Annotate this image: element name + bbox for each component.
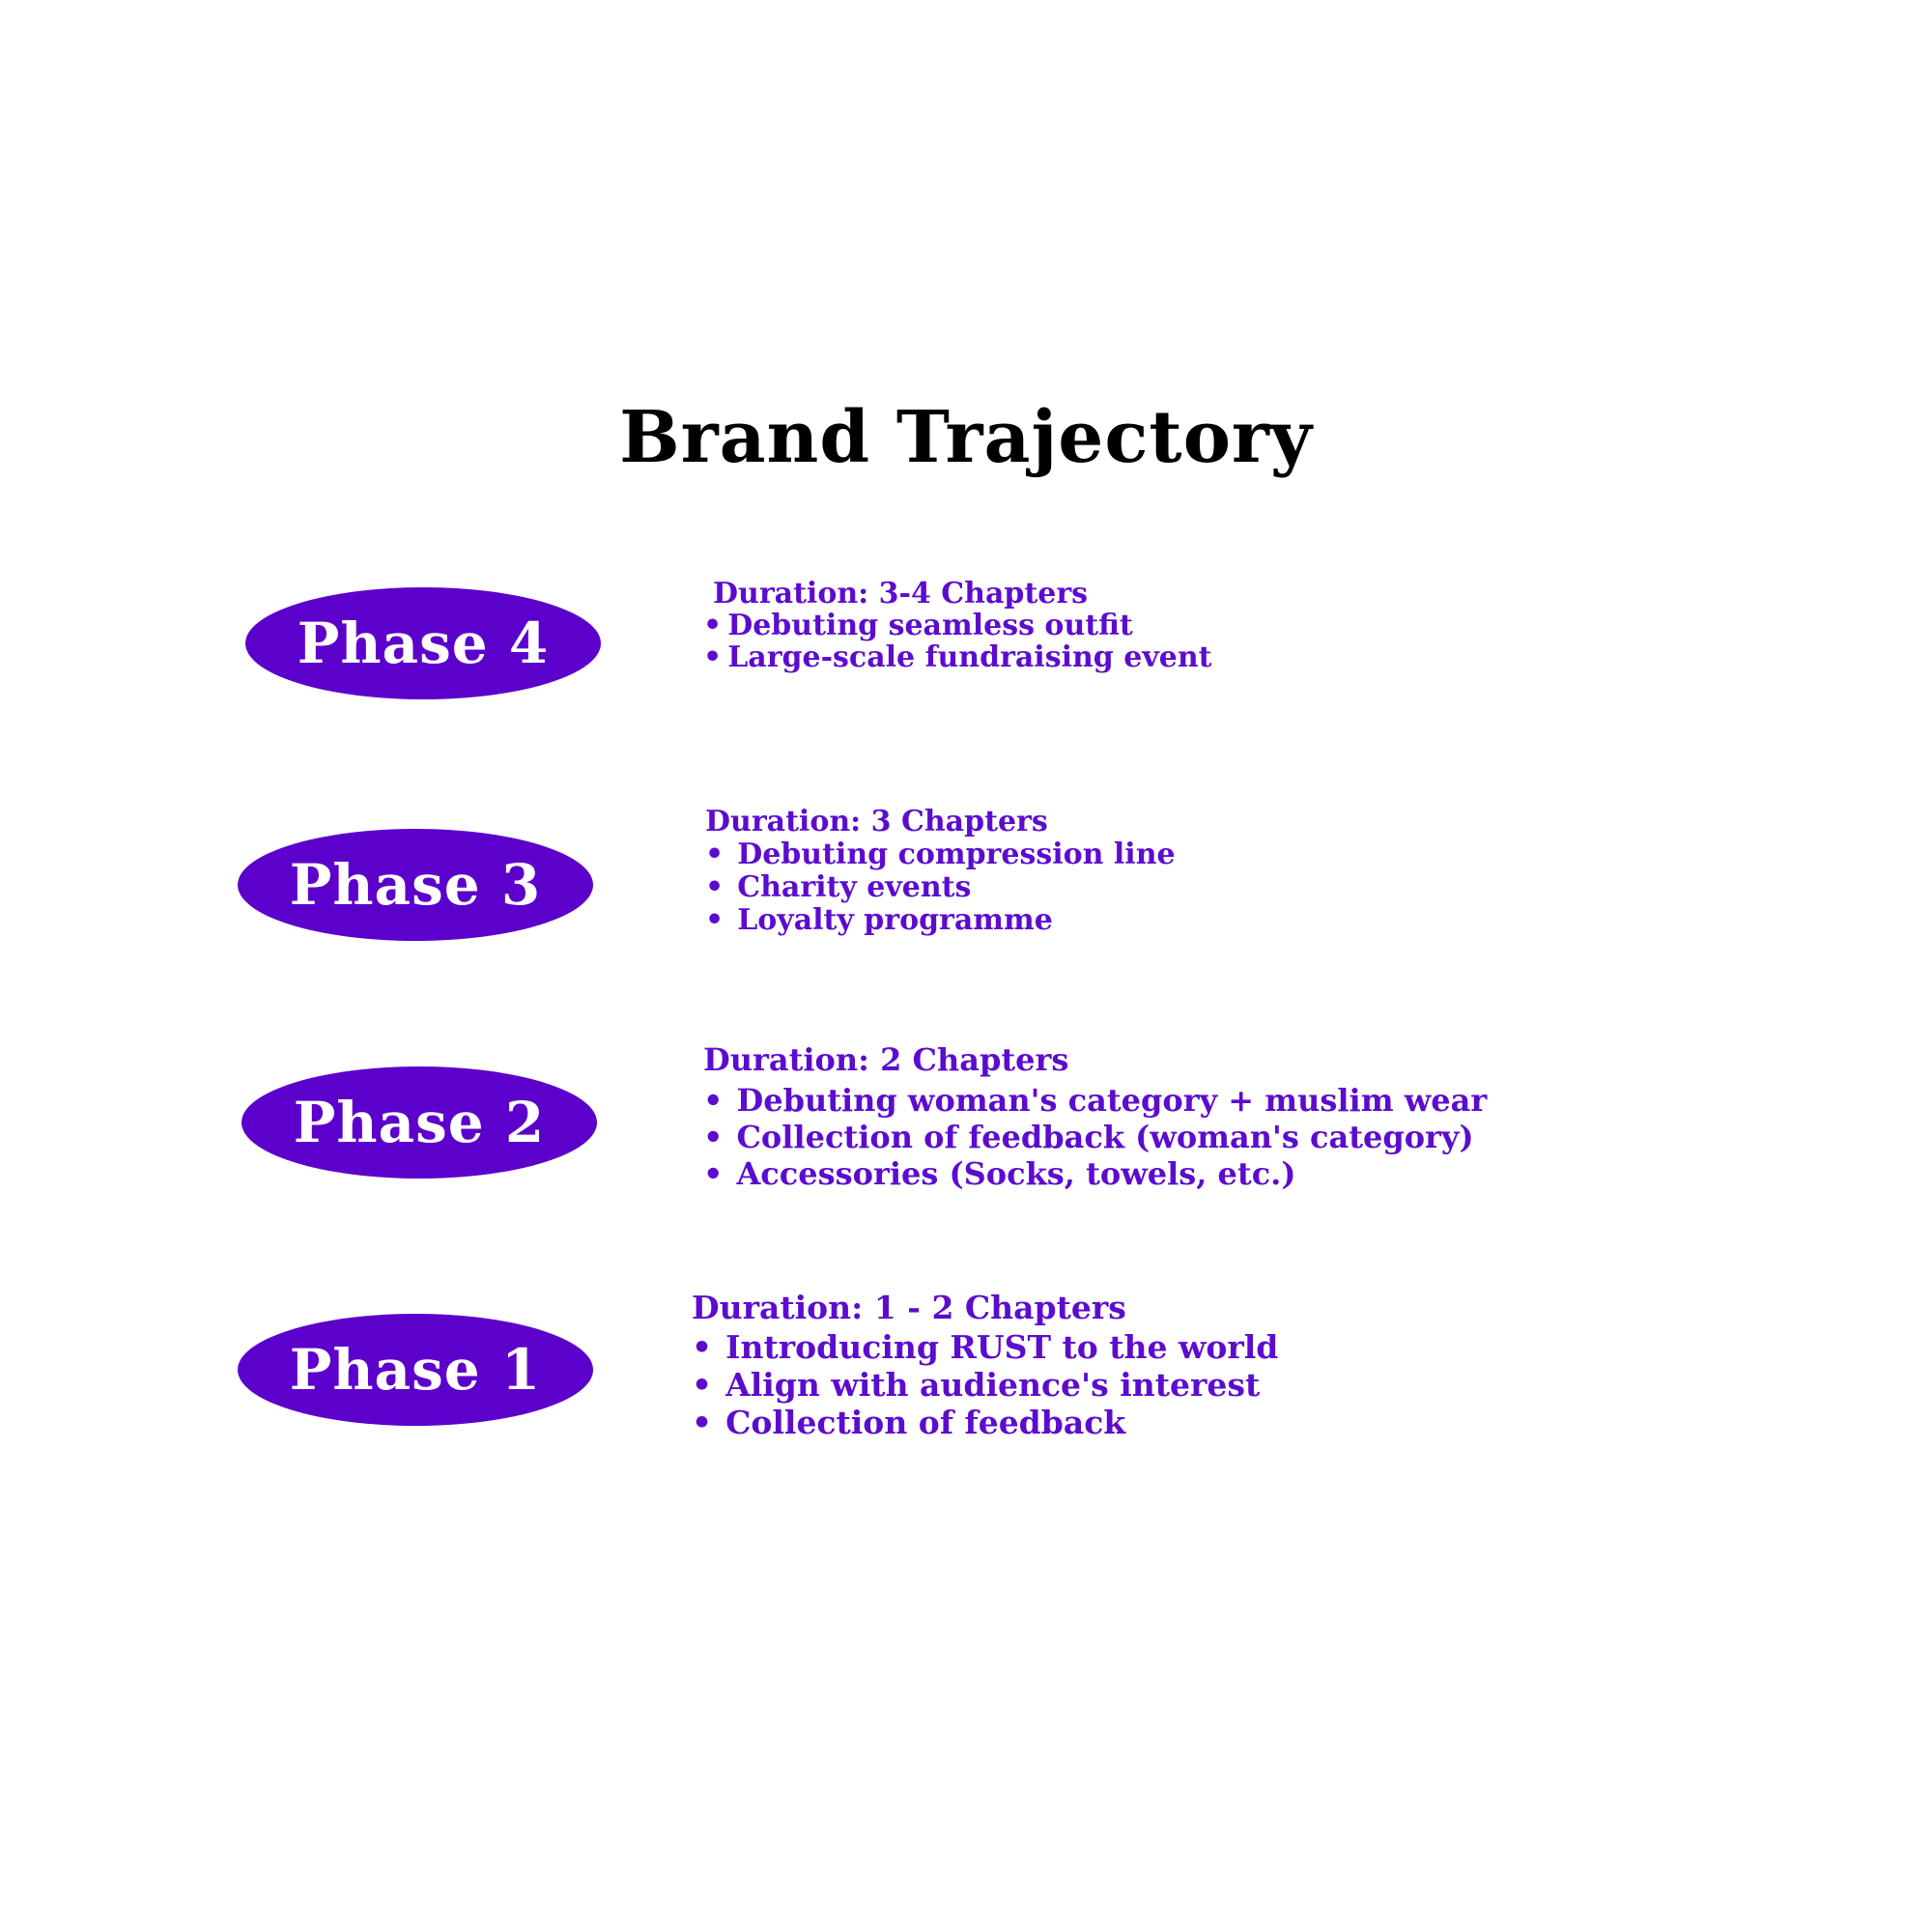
phase-4-pill: Phase 4 [245,587,601,699]
phase-3-duration: Duration: 3 Chapters [705,805,1048,838]
phase-3-label: Phase 3 [289,852,542,918]
list-item: •Loyalty programme [705,903,1053,937]
bullet-icon: • [703,640,723,674]
phase-2-duration: Duration: 2 Chapters [703,1041,1069,1078]
page-title: Brand Trajectory [619,396,1313,479]
list-item: •Introducing RUST to the world [692,1328,1279,1366]
list-item: •Large-scale fundraising event [703,640,1212,674]
bullet-icon: • [703,1155,724,1192]
phase-1-details: Duration: 1 - 2 Chapters •Introducing RU… [692,1289,1278,1441]
list-item: •Accessories (Socks, towels, etc.) [703,1155,1296,1192]
phase-4-duration: Duration: 3-4 Chapters [713,577,1089,611]
phase-2-pill: Phase 2 [242,1066,597,1179]
list-item: •Charity events [705,870,972,904]
bullet-icon: • [705,838,724,871]
bullet-icon: • [705,870,724,904]
list-item: •Debuting compression line [705,838,1176,871]
phase-1-items: •Introducing RUST to the world •Align wi… [692,1328,1278,1441]
phase-1-pill: Phase 1 [238,1314,593,1426]
bullet-icon: • [705,903,724,937]
bullet-icon: • [703,1119,724,1155]
list-item: •Align with audience's interest [692,1366,1261,1404]
phase-3-details: Duration: 3 Chapters •Debuting compressi… [705,806,1176,937]
phase-2-items: •Debuting woman's category + muslim wear… [703,1082,1487,1192]
phase-1-label: Phase 1 [289,1337,542,1403]
phase-3-items: •Debuting compression line •Charity even… [705,838,1176,937]
list-item: •Debuting seamless outfit [703,609,1133,642]
list-item: •Debuting woman's category + muslim wear [703,1082,1488,1119]
bullet-icon: • [692,1404,713,1441]
phase-2-label: Phase 2 [293,1090,546,1155]
phase-1-duration: Duration: 1 - 2 Chapters [692,1289,1126,1326]
phase-4-label: Phase 4 [297,611,550,676]
phase-2-details: Duration: 2 Chapters •Debuting woman's c… [703,1041,1487,1192]
list-item: •Collection of feedback (woman's categor… [703,1119,1474,1155]
phase-4-items: •Debuting seamless outfit •Large-scale f… [703,610,1212,673]
list-item: •Collection of feedback [692,1404,1126,1441]
phase-3-pill: Phase 3 [238,829,593,941]
bullet-icon: • [703,1082,724,1119]
bullet-icon: • [692,1366,713,1404]
phase-4-details: Duration: 3-4 Chapters •Debuting seamles… [703,578,1212,673]
bullet-icon: • [692,1328,713,1366]
bullet-icon: • [703,609,723,642]
